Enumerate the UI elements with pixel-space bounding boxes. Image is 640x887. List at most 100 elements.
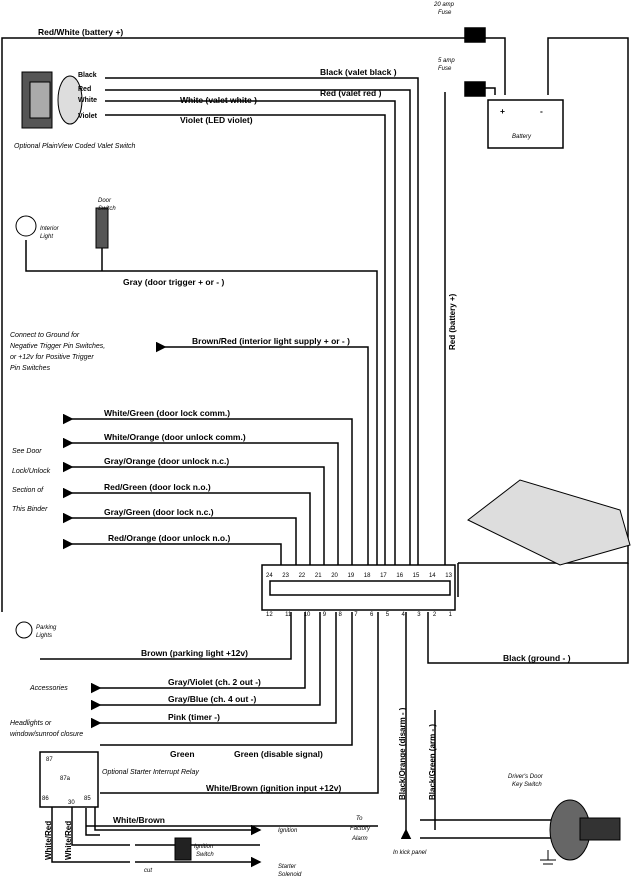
lead-white: White (78, 97, 98, 104)
connector-pin: 1 (448, 612, 452, 618)
connector-pin: 12 (266, 612, 273, 618)
label-white-red-2: White/Red (64, 820, 73, 860)
note-starter-relay: Optional Starter Interrupt Relay (102, 769, 199, 776)
door-switch-icon (95, 207, 109, 249)
note-parking-2: Lights (36, 633, 53, 639)
note-fuse5-1: 5 amp (438, 58, 455, 64)
ground-icon (540, 850, 556, 865)
battery-minus: - (540, 106, 543, 116)
red-white-battery-wire (457, 37, 629, 597)
note-factory-2: Factory (350, 826, 371, 832)
note-ign-switch-2: Switch (196, 852, 214, 858)
note-starter-2: Solenoid (278, 872, 302, 878)
note-door-switch-2: Switch (98, 206, 116, 212)
note-fuse5-2: Fuse (438, 66, 452, 72)
connector-pin: 3 (417, 612, 421, 618)
label-gray-door: Gray (door trigger + or - ) (123, 277, 225, 287)
note-accessories: Accessories (30, 685, 68, 692)
label-white-red-1: White/Red (44, 820, 53, 860)
connector-pin: 20 (331, 573, 338, 579)
relay-pin-85: 85 (84, 796, 91, 802)
connector-pin: 17 (380, 573, 387, 579)
connector-pin: 7 (354, 612, 358, 618)
label-green-disable: Green (disable signal) (234, 749, 323, 759)
key-switch-icon (549, 799, 621, 861)
connector-pin: 5 (385, 612, 390, 618)
note-headlights-1: Headlights or (10, 720, 52, 727)
note-section-of: Section of (12, 487, 44, 494)
label-white-valet: White (valet white ) (180, 95, 257, 105)
black-valet-wire (105, 77, 419, 580)
relay-pin-86: 86 (42, 796, 49, 802)
relay-pin-87a: 87a (60, 776, 71, 782)
note-headlights-2: window/sunroof closure (10, 731, 84, 738)
connector-pin: 2 (432, 612, 437, 618)
connector-pin: 22 (298, 573, 306, 579)
label-green: Green (170, 749, 195, 759)
note-cut: cut (144, 868, 153, 874)
label-white-orange: White/Orange (door unlock comm.) (104, 432, 246, 442)
connector-pin: 13 (445, 573, 452, 579)
connector-bottom-row: 12 11 10 9 8 7 6 5 4 3 2 1 (266, 612, 452, 619)
note-battery: Battery (512, 134, 532, 140)
lead-black: Black (78, 72, 97, 79)
connector-pin: 14 (428, 573, 436, 579)
connector-pin: 11 (285, 612, 292, 618)
interior-light-icon (15, 215, 37, 237)
battery-plus: + (500, 106, 505, 116)
lead-violet: Violet (78, 113, 97, 120)
connector-pin: 9 (322, 612, 327, 618)
connector-pin: 15 (412, 573, 420, 579)
ignition-switch-icon (174, 837, 192, 861)
connector-pin: 18 (363, 573, 371, 579)
note-interior-light-2: Light (40, 234, 54, 240)
note-kick-panel: In kick panel (393, 850, 427, 856)
note-key-switch-1: Driver's Door (508, 774, 543, 780)
note-connect-4: Pin Switches (10, 365, 51, 372)
label-black-valet: Black (valet black ) (320, 67, 397, 77)
lead-red: Red (78, 86, 92, 93)
relay-pin-87: 87 (46, 757, 53, 763)
label-violet-led: Violet (LED violet) (180, 115, 253, 125)
note-connect-3: or +12v for Positive Trigger (10, 354, 94, 361)
label-white-brown-ign: White/Brown (ignition input +12v) (206, 783, 342, 793)
label-red-green: Red/Green (door lock n.o.) (104, 482, 211, 492)
alarm-module-icon (467, 479, 631, 566)
connector-pin: 4 (401, 612, 405, 618)
note-ignition: Ignition (278, 828, 298, 834)
note-connect-2: Negative Trigger Pin Switches, (10, 343, 106, 350)
label-gray-green: Gray/Green (door lock n.c.) (104, 507, 214, 517)
label-pink: Pink (timer -) (168, 712, 220, 722)
connector-pin: 6 (369, 612, 374, 618)
label-black-orange: Black/Orange (disarm - ) (398, 707, 407, 800)
label-red-battery: Red (battery +) (448, 293, 457, 350)
label-gray-blue: Gray/Blue (ch. 4 out -) (168, 694, 257, 704)
note-see-door: See Door (12, 448, 42, 455)
note-interior-light-1: Interior (40, 226, 59, 232)
note-fuse20-1: 20 amp (434, 2, 455, 8)
note-lock-unlock: Lock/Unlock (12, 468, 51, 475)
connector-pin: 10 (303, 612, 311, 618)
note-door-switch-1: Door (98, 198, 112, 204)
relay-pin-30: 30 (68, 800, 75, 806)
label-red-valet: Red (valet red ) (320, 88, 382, 98)
connector-pin: 23 (282, 573, 289, 579)
connector-pin: 19 (347, 573, 355, 579)
connector-pin: 21 (314, 573, 322, 579)
label-brown-parking: Brown (parking light +12v) (141, 648, 248, 658)
note-factory-3: Alarm (352, 836, 368, 842)
parking-light-icon (15, 621, 33, 639)
note-this-binder: This Binder (12, 506, 48, 513)
label-white-brown: White/Brown (113, 815, 165, 825)
label-black-ground: Black (ground - ) (503, 653, 571, 663)
label-red-orange: Red/Orange (door unlock n.o.) (108, 533, 231, 543)
label-gray-orange: Gray/Orange (door unlock n.c.) (104, 456, 230, 466)
note-connect-1: Connect to Ground for (10, 332, 80, 339)
connector-top-row: 24 23 22 21 20 19 18 17 16 15 14 13 (266, 573, 452, 580)
connector-pin: 16 (396, 573, 404, 579)
connector-pin: 24 (266, 573, 273, 579)
note-valet-switch: Optional PlainView Coded Valet Switch (14, 143, 136, 150)
valet-switch-icon (21, 71, 83, 129)
note-fuse20-2: Fuse (438, 10, 452, 16)
